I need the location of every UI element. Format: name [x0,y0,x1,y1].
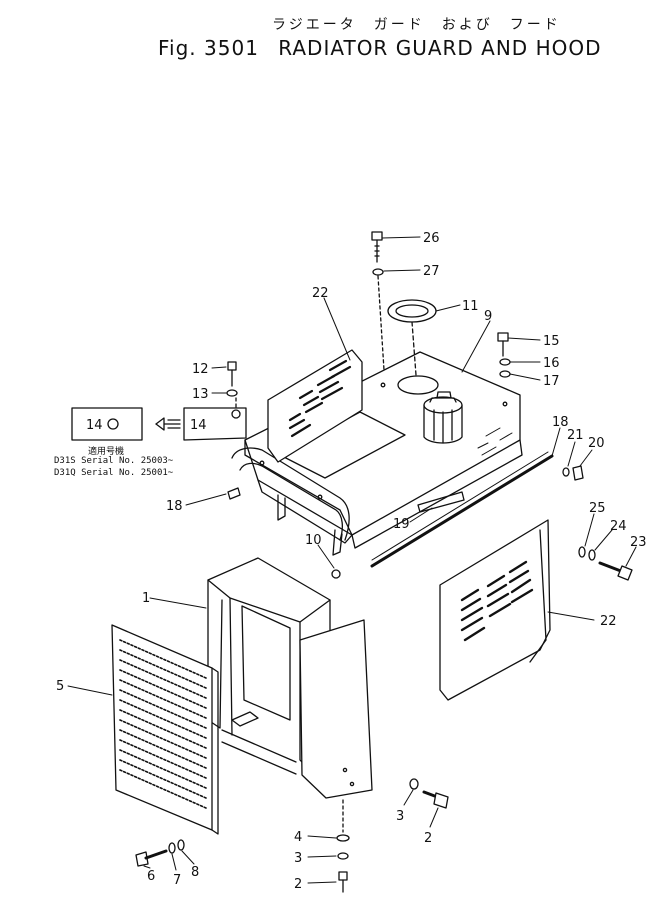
callout-20: 20 [588,436,605,451]
serial-note-line-2: D31Q Serial No. 25001~ [54,468,174,478]
callout-23: 23 [630,535,647,550]
callout-2-right: 2 [424,831,432,846]
front-grille [111,624,219,835]
callout-13: 13 [192,387,209,402]
callout-26: 26 [423,231,440,246]
figure-title: Fig. 3501 RADIATOR GUARD AND HOOD [158,36,602,60]
callout-1: 1 [142,591,150,606]
hood-assembly [227,299,554,568]
callout-11: 11 [462,299,479,314]
side-cover [299,619,373,799]
fasteners [71,231,633,893]
side-panel-upper [267,349,363,463]
callout-22-top: 22 [312,286,329,301]
callout-14-left: 14 [86,418,103,433]
serial-note-heading: 適用号機 [88,447,125,457]
callout-16: 16 [543,356,560,371]
callout-3-right: 3 [396,809,404,824]
callout-4: 4 [294,830,302,845]
callout-25: 25 [589,501,606,516]
callout-5: 5 [56,679,64,694]
callout-17: 17 [543,374,560,389]
callout-2-bottom: 2 [294,877,302,892]
figure-number: Fig. 3501 [158,36,259,60]
callout-18-left: 18 [166,499,183,514]
callout-21: 21 [567,428,584,443]
callout-15: 15 [543,334,560,349]
callout-7: 7 [173,873,181,888]
callout-6: 6 [147,869,155,884]
serial-note-line-1: D31S Serial No. 25003~ [54,456,174,466]
callout-9: 9 [484,309,492,324]
title-japanese: ラジエータ ガード および フード [272,17,561,33]
callout-24: 24 [610,519,627,534]
callout-10: 10 [305,533,322,548]
callout-27: 27 [423,264,440,279]
side-panel-lower [439,519,551,701]
callout-labels: 26 27 22 11 9 15 16 17 12 13 14 14 18 21… [56,231,647,892]
callout-12: 12 [192,362,209,377]
figure-name: RADIATOR GUARD AND HOOD [278,36,602,60]
callout-22-right: 22 [600,614,617,629]
callout-19: 19 [393,517,410,532]
callout-14-right: 14 [190,418,207,433]
callout-8: 8 [191,865,199,880]
callout-18-right: 18 [552,415,569,430]
leader-lines [67,236,637,884]
callout-3-bottom: 3 [294,851,302,866]
